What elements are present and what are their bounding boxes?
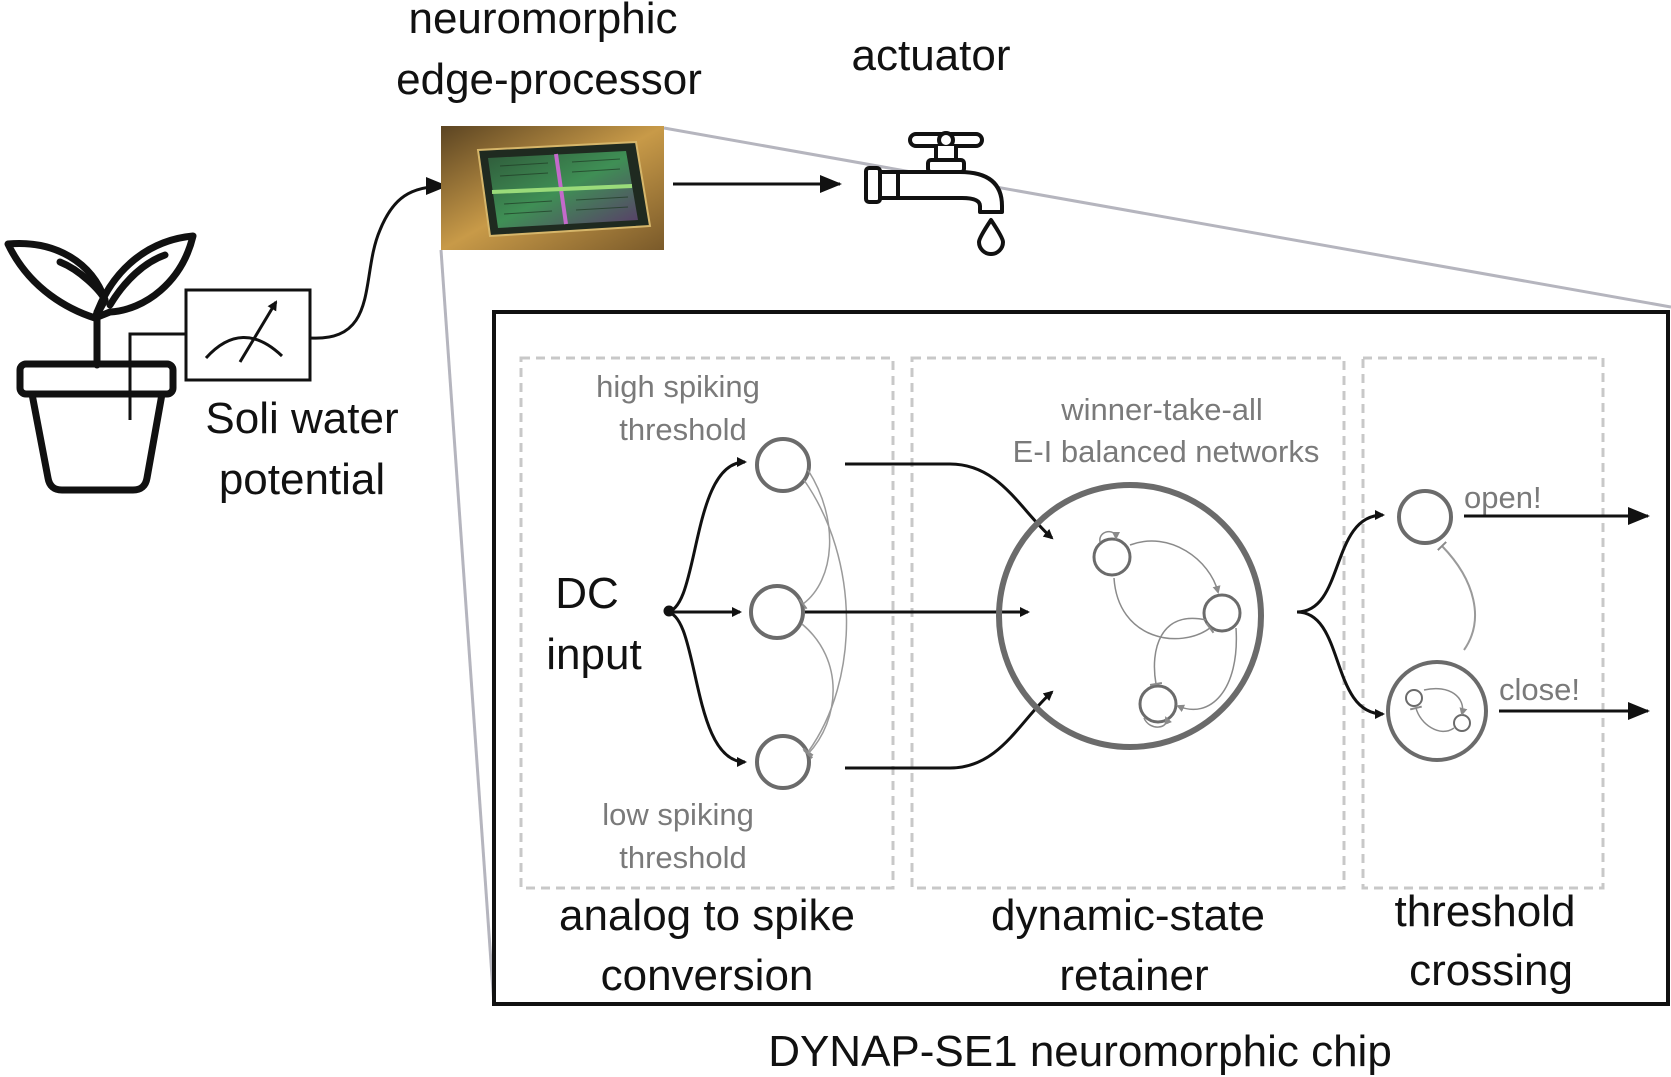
neuron-mid	[749, 584, 805, 640]
sensor-to-chip-arrow	[309, 177, 448, 340]
chip-box	[492, 310, 1670, 1006]
wta-network-circle	[996, 482, 1264, 750]
dc-input-fanout	[663, 457, 747, 767]
wta-network	[996, 482, 1264, 750]
wta-label-line1: winner-take-all	[1060, 392, 1263, 427]
chip-photo	[441, 126, 664, 250]
stage1-caption-line1: analog to spike	[559, 891, 855, 940]
close-label: close!	[1499, 672, 1580, 707]
gauge-sensor-icon	[128, 288, 312, 420]
conversion-neurons	[749, 437, 848, 790]
chip-caption: DYNAP-SE1 neuromorphic chip	[768, 1027, 1392, 1076]
output-arrows	[1464, 507, 1650, 720]
stage1-dashed-box	[519, 356, 895, 890]
threshold-neurons	[1386, 489, 1488, 762]
water-tap-icon	[864, 131, 1005, 256]
stage1-caption-line2: conversion	[601, 951, 814, 1000]
edge-processor-label-line1: neuromorphic	[408, 0, 677, 43]
stage2-caption-line1: dynamic-state	[991, 891, 1265, 940]
edge-processor-label-line2: edge-processor	[396, 55, 702, 104]
neuron-low	[755, 734, 811, 790]
open-label: open!	[1464, 480, 1542, 515]
actuator-label: actuator	[852, 31, 1011, 80]
stage3-caption-line1: threshold	[1394, 887, 1575, 936]
stage3-dashed-box	[1361, 356, 1605, 890]
open-neuron	[1397, 489, 1453, 545]
dc-input-label-line1: DC	[555, 569, 619, 618]
plant-pot-icon	[4, 232, 197, 494]
soil-label-line2: potential	[219, 455, 385, 504]
neuron-high	[755, 437, 811, 493]
stage3-caption-line2: crossing	[1409, 946, 1573, 995]
dc-input-label-line2: input	[546, 630, 641, 679]
soil-label-line1: Soli water	[205, 394, 398, 443]
high-threshold-label-line2: threshold	[619, 412, 747, 447]
low-threshold-label-line2: threshold	[619, 840, 747, 875]
conversion-to-network-arrows	[805, 462, 1054, 770]
stage2-caption-line2: retainer	[1059, 951, 1208, 1000]
close-network-circle	[1386, 660, 1488, 762]
low-threshold-label-line1: low spiking	[602, 797, 754, 832]
wta-label-line2: E-I balanced networks	[1013, 434, 1320, 469]
network-to-threshold-arrows	[1296, 510, 1385, 719]
high-threshold-label-line1: high spiking	[596, 369, 760, 404]
stage2-dashed-box	[910, 356, 1346, 890]
zoom-lines	[439, 126, 1671, 1006]
